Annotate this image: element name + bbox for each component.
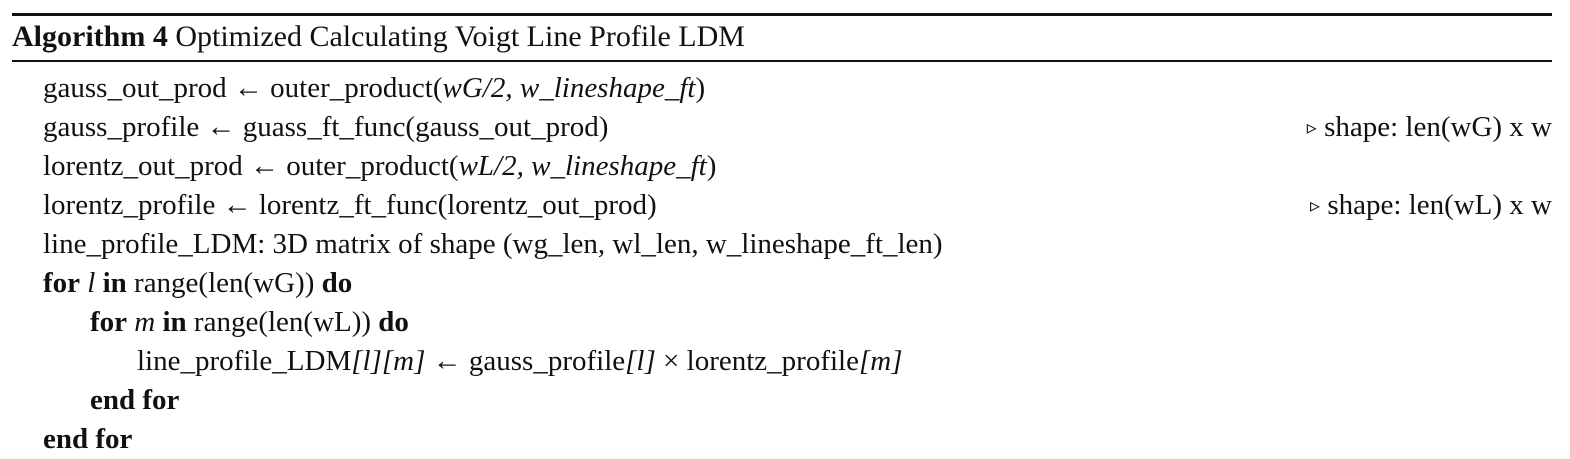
line-1-func: outer_product( <box>270 72 443 104</box>
keyword-in: in <box>162 306 187 338</box>
comment-triangle-icon: ▹ <box>1310 195 1321 217</box>
line-5-text: line_profile_LDM: 3D matrix of shape (wg… <box>43 228 943 260</box>
line-3-math-args: wL/2, w_lineshape_ft <box>458 150 707 182</box>
algorithm-line-5: line_profile_LDM: 3D matrix of shape (wg… <box>43 225 943 264</box>
algorithm-line-9: end for <box>90 381 179 420</box>
algorithm-line-1: gauss_out_prod ← outer_product(wG/2, w_l… <box>43 69 705 108</box>
line-8-left-index: [l] <box>625 345 656 377</box>
loop-var-m: m <box>134 306 156 338</box>
line-2-comment-text: shape: len(wG) x w <box>1324 111 1552 143</box>
line-8-target: line_profile_LDM <box>137 345 352 377</box>
algorithm-line-8: line_profile_LDM[l][m] ← gauss_profile[l… <box>137 342 902 381</box>
assign-arrow: ← <box>206 111 236 143</box>
algorithm-title: Optimized Calculating Voigt Line Profile… <box>175 20 745 53</box>
line-3-close: ) <box>706 150 717 182</box>
algorithm-label: Algorithm 4 <box>12 20 168 53</box>
keyword-do: do <box>378 306 409 338</box>
keyword-for: for <box>90 306 128 338</box>
caption-rule <box>12 60 1552 62</box>
line-6-range: range(len(wG)) <box>134 267 315 299</box>
assign-arrow: ← <box>222 189 252 221</box>
line-1-close: ) <box>695 72 706 104</box>
line-8-right-index: [m] <box>858 345 903 377</box>
line-4-lhs: lorentz_profile <box>43 189 216 221</box>
line-7-range: range(len(wL)) <box>193 306 372 338</box>
keyword-end-for: end for <box>90 384 180 416</box>
assign-arrow: ← <box>432 345 462 377</box>
algorithm-line-10: end for <box>43 420 132 459</box>
line-2-comment: ▹ shape: len(wG) x w <box>1307 108 1552 147</box>
line-8-index-l: [l] <box>351 345 382 377</box>
times-symbol: × <box>663 345 680 377</box>
algorithm-line-7: for m in range(len(wL)) do <box>90 303 409 342</box>
line-8-right: lorentz_profile <box>686 345 859 377</box>
assign-arrow: ← <box>233 72 263 104</box>
keyword-for: for <box>43 267 81 299</box>
line-2-lhs: gauss_profile <box>43 111 200 143</box>
assign-arrow: ← <box>249 150 279 182</box>
line-8-left: gauss_profile <box>468 345 626 377</box>
line-3-lhs: lorentz_out_prod <box>43 150 243 182</box>
line-1-lhs: gauss_out_prod <box>43 72 227 104</box>
line-3-func: outer_product( <box>286 150 459 182</box>
keyword-in: in <box>102 267 127 299</box>
comment-triangle-icon: ▹ <box>1306 117 1317 139</box>
algorithm-line-4: lorentz_profile ← lorentz_ft_func(lorent… <box>43 186 657 225</box>
line-4-comment-text: shape: len(wL) x w <box>1327 189 1552 221</box>
algorithm-line-6: for l in range(len(wG)) do <box>43 264 352 303</box>
line-4-rhs: lorentz_ft_func(lorentz_out_prod) <box>258 189 657 221</box>
line-2-rhs: guass_ft_func(gauss_out_prod) <box>242 111 609 143</box>
top-rule <box>12 13 1552 16</box>
keyword-do: do <box>321 267 353 299</box>
loop-var-l: l <box>87 267 96 299</box>
keyword-end-for: end for <box>43 423 133 455</box>
algorithm-line-2: gauss_profile ← guass_ft_func(gauss_out_… <box>43 108 608 147</box>
line-1-math-args: wG/2, w_lineshape_ft <box>442 72 696 104</box>
algorithm-line-3: lorentz_out_prod ← outer_product(wL/2, w… <box>43 147 716 186</box>
line-4-comment: ▹ shape: len(wL) x w <box>1310 186 1552 225</box>
algorithm-caption: Algorithm 4 Optimized Calculating Voigt … <box>12 16 745 58</box>
line-8-index-m: [m] <box>381 345 426 377</box>
